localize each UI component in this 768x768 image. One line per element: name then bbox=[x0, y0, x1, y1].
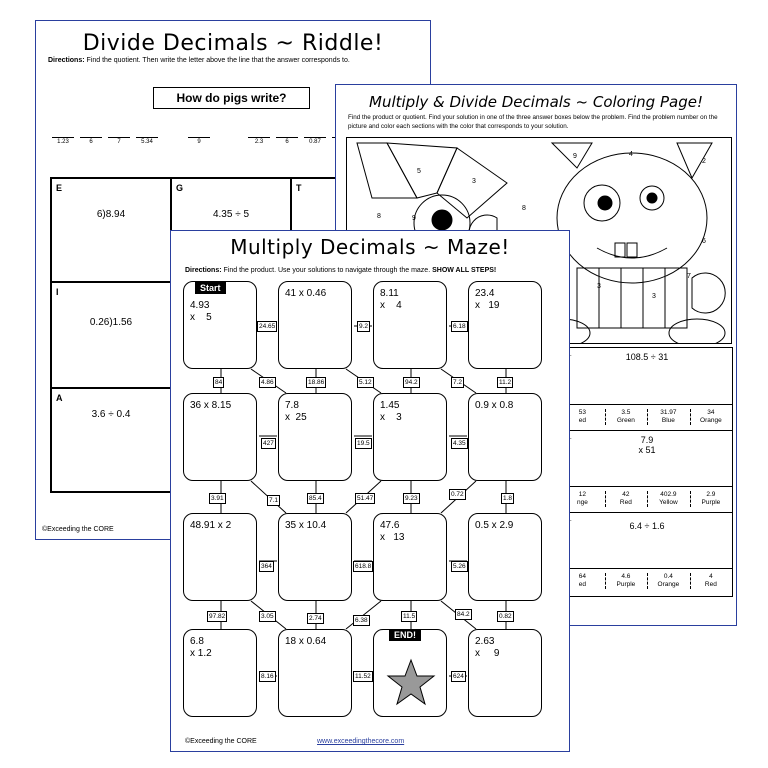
maze-box: 8.11 x 4 bbox=[373, 281, 447, 369]
start-label: Start bbox=[195, 282, 226, 294]
maze-box: 0.9 x 0.8 bbox=[468, 393, 542, 481]
art-number: 4 bbox=[629, 151, 633, 158]
maze-box: 48.91 x 2 bbox=[183, 513, 257, 601]
maze-connector: 3.91 bbox=[209, 493, 226, 504]
maze-connector: 24.65 bbox=[257, 321, 278, 332]
maze-connector: 94.2 bbox=[403, 377, 420, 388]
maze-box: 6.8 x 1.2 bbox=[183, 629, 257, 717]
maze-box: 7.8 x 25 bbox=[278, 393, 352, 481]
maze-connector: 7.1 bbox=[267, 495, 281, 506]
maze-connector: 618.8 bbox=[353, 561, 374, 572]
maze-connector: 84 bbox=[213, 377, 225, 388]
end-label: END! bbox=[389, 629, 421, 641]
maze-box: 1.45 x 3 bbox=[373, 393, 447, 481]
maze-connector: 7.2 bbox=[451, 377, 465, 388]
maze-box: 36 x 8.15 bbox=[183, 393, 257, 481]
maze-connector: 0.82 bbox=[497, 611, 514, 622]
maze-box: 2.63 x 9 bbox=[468, 629, 542, 717]
maze-end-box bbox=[373, 629, 447, 717]
maze-connector: 427 bbox=[261, 438, 276, 449]
maze-box: 23.4 x 19 bbox=[468, 281, 542, 369]
answer-blank: 6 bbox=[80, 137, 102, 145]
answer-blank: 6 bbox=[276, 137, 298, 145]
answer-blank: 2.3 bbox=[248, 137, 270, 145]
maze-connector: 6.38 bbox=[353, 615, 370, 626]
maze-connector: 8.16 bbox=[259, 671, 276, 682]
riddle-directions: Directions: Find the quotient. Then writ… bbox=[48, 57, 350, 64]
maze-box: 4.93 x 5 bbox=[183, 281, 257, 369]
maze-box: 41 x 0.46 bbox=[278, 281, 352, 369]
maze-connector: 11.5 bbox=[401, 611, 418, 622]
riddle-title: Divide Decimals ~ Riddle! bbox=[82, 31, 384, 56]
art-number: 5 bbox=[417, 168, 421, 175]
maze-connector: 9.2 bbox=[357, 321, 371, 332]
maze-connector: 3.05 bbox=[259, 611, 276, 622]
art-number: 2 bbox=[702, 158, 706, 165]
maze-worksheet: Multiply Decimals ~ Maze! Directions: Fi… bbox=[170, 230, 570, 752]
riddle-question: How do pigs write? bbox=[153, 87, 310, 109]
maze-connector: 19.5 bbox=[355, 438, 372, 449]
maze-copyright: ©Exceeding the CORE bbox=[185, 738, 257, 745]
art-number: 6 bbox=[702, 238, 706, 245]
monster-coloring-picture: 5 9 4 3 8 9 2 8 6 3 3 7 bbox=[346, 137, 732, 348]
maze-connector: 85.4 bbox=[307, 493, 324, 504]
coloring-title: Multiply & Divide Decimals ~ Coloring Pa… bbox=[369, 93, 703, 111]
maze-connector: 11.52 bbox=[353, 671, 373, 682]
maze-connector: 364 bbox=[259, 561, 274, 572]
riddle-copyright: ©Exceeding the CORE bbox=[42, 526, 114, 533]
answer-blank: 7 bbox=[108, 137, 130, 145]
answer-blank: 0.87 bbox=[304, 137, 326, 145]
maze-connector: 4.86 bbox=[259, 377, 276, 388]
maze-box: 35 x 10.4 bbox=[278, 513, 352, 601]
coloring-directions: Find the product or quotient. Find your … bbox=[348, 114, 718, 130]
art-number: 7 bbox=[687, 273, 691, 280]
star-icon bbox=[386, 658, 436, 706]
maze-connector: 51.47 bbox=[355, 493, 376, 504]
maze-connector: 6.18 bbox=[451, 321, 468, 332]
maze-directions: Directions: Find the product. Use your s… bbox=[185, 267, 497, 274]
maze-title: Multiply Decimals ~ Maze! bbox=[230, 235, 510, 259]
maze-connector: 0.72 bbox=[449, 489, 466, 500]
maze-connector: 2.74 bbox=[307, 613, 324, 624]
maze-connector: 11.2 bbox=[497, 377, 514, 388]
art-number: 3 bbox=[472, 178, 476, 185]
answer-blank: 9 bbox=[188, 137, 210, 145]
coloring-problem-row: 6.7.9 x 51 bbox=[562, 430, 732, 486]
art-number: 8 bbox=[522, 205, 526, 212]
art-number: 3 bbox=[597, 283, 601, 290]
maze-connector: 624 bbox=[451, 671, 466, 682]
maze-connector: 18.86 bbox=[306, 377, 327, 388]
art-number: 9 bbox=[573, 153, 577, 160]
coloring-problem-row: 3.108.5 ÷ 31 bbox=[566, 351, 669, 362]
maze-connector: 1.8 bbox=[501, 493, 515, 504]
answer-blank: 5.34 bbox=[136, 137, 158, 145]
maze-connector: 84.2 bbox=[455, 609, 472, 620]
coloring-problem-row: 9.6.4 ÷ 1.6 bbox=[562, 512, 732, 568]
maze-box: 18 x 0.64 bbox=[278, 629, 352, 717]
website-link[interactable]: www.exceedingthecore.com bbox=[317, 738, 405, 745]
maze-connector: 4.35 bbox=[451, 438, 468, 449]
maze-connector: 9.23 bbox=[403, 493, 420, 504]
art-number: 9 bbox=[412, 215, 416, 222]
maze-connector: 97.82 bbox=[207, 611, 228, 622]
maze-connector: 5.12 bbox=[357, 377, 374, 388]
maze-box: 47.6 x 13 bbox=[373, 513, 447, 601]
answer-blank: 1.23 bbox=[52, 137, 74, 145]
art-number: 3 bbox=[652, 293, 656, 300]
art-number: 8 bbox=[377, 213, 381, 220]
maze-box: 0.5 x 2.9 bbox=[468, 513, 542, 601]
maze-connector: 5.26 bbox=[451, 561, 468, 572]
